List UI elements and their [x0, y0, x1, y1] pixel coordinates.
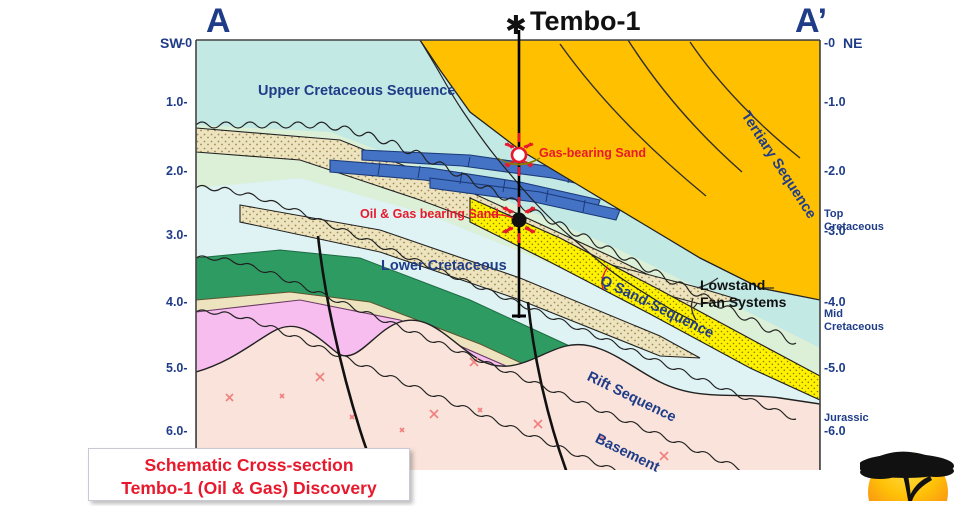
q-sand-leader-line [601, 266, 609, 290]
fault-lines [199, 235, 585, 470]
oil-gas-leader-line [490, 214, 514, 219]
caption-line-1: Schematic Cross-section [144, 455, 354, 475]
oil-gas-star-marker [502, 197, 536, 243]
caption-line-2: Tembo-1 (Oil & Gas) Discovery [121, 478, 377, 498]
unit-q-sand-sequence [469, 197, 820, 401]
tertiary-internal-reflectors [559, 40, 801, 197]
acacia-sunset-logo [860, 451, 954, 501]
basement-crystalline-crosses [225, 357, 669, 461]
unit-pale-green-band [196, 125, 820, 392]
sand-lens-blue-3 [429, 177, 621, 221]
lowstand-leader-lines [690, 277, 774, 321]
gas-pocket-fill [497, 157, 541, 166]
unconformity-surfaces [196, 40, 797, 470]
figure-caption-box: Schematic Cross-section Tembo-1 (Oil & G… [88, 448, 410, 501]
